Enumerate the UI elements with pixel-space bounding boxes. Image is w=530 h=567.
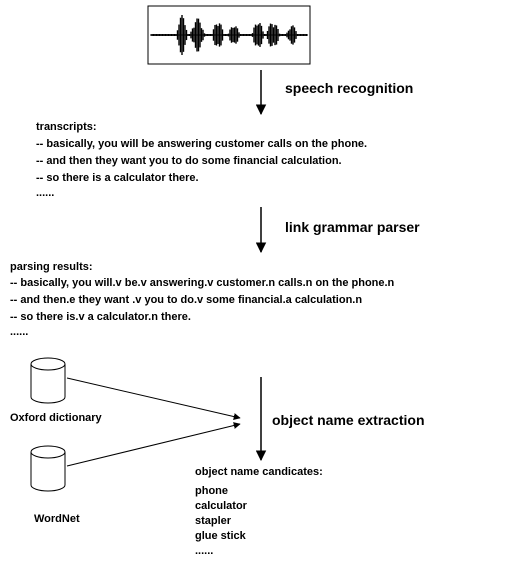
parsing-line: -- and then.e they want .v you to do.v s…: [10, 294, 363, 306]
link-grammar-label: link grammar parser: [285, 219, 420, 235]
candidates-heading: object name candicates:: [195, 466, 323, 478]
oxford-dictionary-label: Oxford dictionary: [10, 412, 102, 424]
candidate-item: calculator: [195, 500, 247, 512]
wordnet-label: WordNet: [34, 513, 80, 525]
transcript-ellipsis: ......: [36, 187, 55, 199]
candidate-ellipsis: ......: [195, 545, 214, 557]
oxford-dictionary-database-icon: [30, 357, 66, 404]
transcript-line: -- basically, you will be answering cust…: [36, 138, 368, 150]
parsing-line: -- basically, you will.v be.v answering.…: [10, 277, 395, 289]
wordnet-to-extraction-arrow: [66, 422, 241, 467]
transcript-line: -- so there is a calculator there.: [36, 172, 199, 184]
candidate-item: stapler: [195, 515, 232, 527]
candidate-item: phone: [195, 485, 228, 497]
wordnet-database-icon: [30, 445, 66, 492]
candidate-item: glue stick: [195, 530, 246, 542]
transcript-line: -- and then they want you to do some fin…: [36, 155, 342, 167]
parsing-line: -- so there is.v a calculator.n there.: [10, 311, 191, 323]
oxford-to-extraction-arrow: [66, 377, 241, 420]
parsing-heading: parsing results:: [10, 261, 93, 273]
transcripts-heading: transcripts:: [36, 121, 97, 133]
waveform-icon: [147, 5, 311, 65]
object-extraction-label: object name extraction: [272, 412, 425, 428]
speech-recognition-label: speech recognition: [285, 80, 414, 96]
parsing-ellipsis: ......: [10, 326, 29, 338]
